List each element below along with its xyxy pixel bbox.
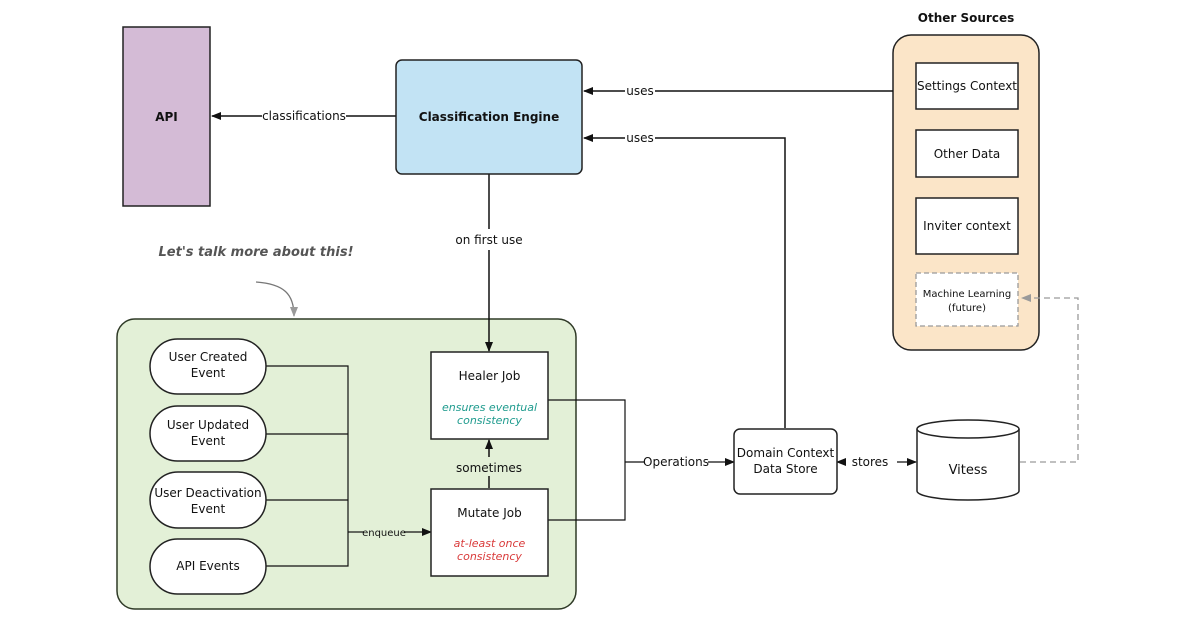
node-healer-note-line1: ensures eventual [442, 401, 537, 414]
annotation-arrow [255, 281, 298, 317]
node-api-events[interactable]: API Events [149, 538, 267, 595]
other-sources-panel [892, 34, 1040, 351]
node-settings-context[interactable]: Settings Context [915, 62, 1019, 110]
node-mutate-note-line2: consistency [457, 550, 522, 563]
node-inviter-context[interactable]: Inviter context [915, 197, 1019, 255]
edge-store-to-engine [655, 137, 786, 428]
node-classification-engine[interactable]: Classification Engine [395, 59, 583, 175]
node-api[interactable]: API [122, 26, 211, 207]
edge-events-merge [265, 365, 349, 567]
node-user-created-line2: Event [191, 366, 226, 380]
edge-label-uses-top: uses [626, 84, 654, 98]
node-user-created-line1: User Created [169, 350, 248, 364]
node-inviter-context-label: Inviter context [923, 219, 1011, 233]
node-api-events-label: API Events [176, 559, 239, 573]
node-domain-store-line1: Domain Context [737, 446, 835, 460]
node-mutate-note-line1: at-least once [454, 537, 526, 550]
edge-label-sometimes: sometimes [456, 461, 522, 475]
node-user-deactivation-line2: Event [191, 502, 226, 516]
node-domain-context-data-store[interactable]: Domain Context Data Store [733, 428, 838, 495]
node-user-updated-line2: Event [191, 434, 226, 448]
annotation-text: Let's talk more about this! [159, 245, 354, 260]
node-user-updated-event[interactable]: User Updated Event [149, 405, 267, 462]
node-classification-engine-label: Classification Engine [419, 110, 559, 124]
node-machine-learning-line1: Machine Learning [923, 289, 1011, 300]
node-other-data[interactable]: Other Data [915, 129, 1019, 178]
node-other-data-label: Other Data [934, 147, 1001, 161]
edge-healer-to-ops [548, 399, 626, 521]
node-user-deactivation-event[interactable]: User Deactivation Event [149, 471, 267, 529]
node-vitess-label: Vitess [949, 463, 988, 478]
node-machine-learning[interactable]: Machine Learning (future) [915, 272, 1019, 327]
node-user-updated-line1: User Updated [167, 418, 249, 432]
node-api-label: API [155, 110, 178, 124]
node-healer-job[interactable]: Healer Job ensures eventual consistency [430, 351, 549, 440]
node-healer-job-label: Healer Job [459, 369, 521, 383]
node-healer-note-line2: consistency [457, 414, 522, 427]
edge-label-classifications: classifications [262, 109, 346, 123]
node-mutate-job-label: Mutate Job [457, 506, 521, 520]
node-vitess-database[interactable]: Vitess [916, 419, 1020, 501]
edge-label-uses-second: uses [626, 131, 654, 145]
node-user-deactivation-line1: User Deactivation [154, 486, 261, 500]
node-mutate-job[interactable]: Mutate Job at-least once consistency [430, 488, 549, 577]
edge-label-stores: stores [852, 455, 889, 469]
other-sources-title: Other Sources [918, 11, 1014, 25]
node-domain-store-line2: Data Store [753, 462, 817, 476]
node-user-created-event[interactable]: User Created Event [149, 338, 267, 395]
edge-label-enqueue: enqueue [362, 528, 406, 539]
edge-label-operations: Operations [643, 455, 709, 469]
edge-vitess-to-ml [1020, 294, 1079, 463]
edge-label-on-first-use: on first use [455, 233, 522, 247]
node-machine-learning-line2: (future) [948, 303, 986, 314]
node-settings-context-label: Settings Context [917, 79, 1017, 93]
